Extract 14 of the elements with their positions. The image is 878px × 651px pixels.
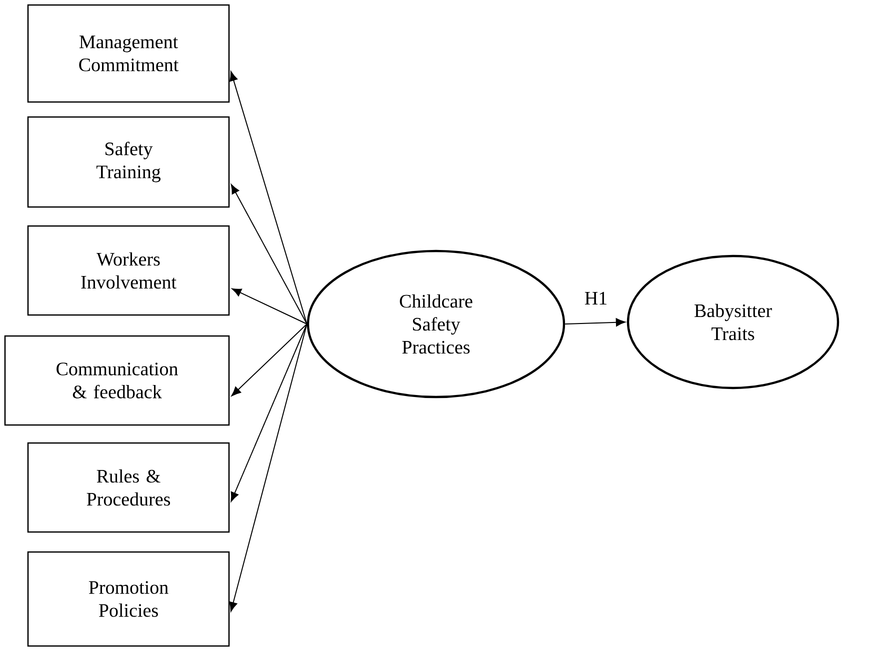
factor-box: Communication & feedback bbox=[4, 335, 230, 426]
factor-box: Management Commitment bbox=[27, 4, 230, 103]
arrow bbox=[229, 324, 308, 612]
factor-box: Safety Training bbox=[27, 116, 230, 208]
arrow bbox=[230, 324, 308, 502]
arrow bbox=[230, 71, 308, 324]
arrow bbox=[564, 318, 626, 326]
edge-label: H1 bbox=[584, 292, 606, 304]
factor-box: Workers Involvement bbox=[27, 225, 230, 316]
arrow bbox=[231, 324, 308, 396]
arrow bbox=[232, 288, 308, 324]
arrow bbox=[230, 184, 308, 324]
factor-box: Promotion Policies bbox=[27, 551, 230, 647]
factor-box: Rules & Procedures bbox=[27, 442, 230, 533]
